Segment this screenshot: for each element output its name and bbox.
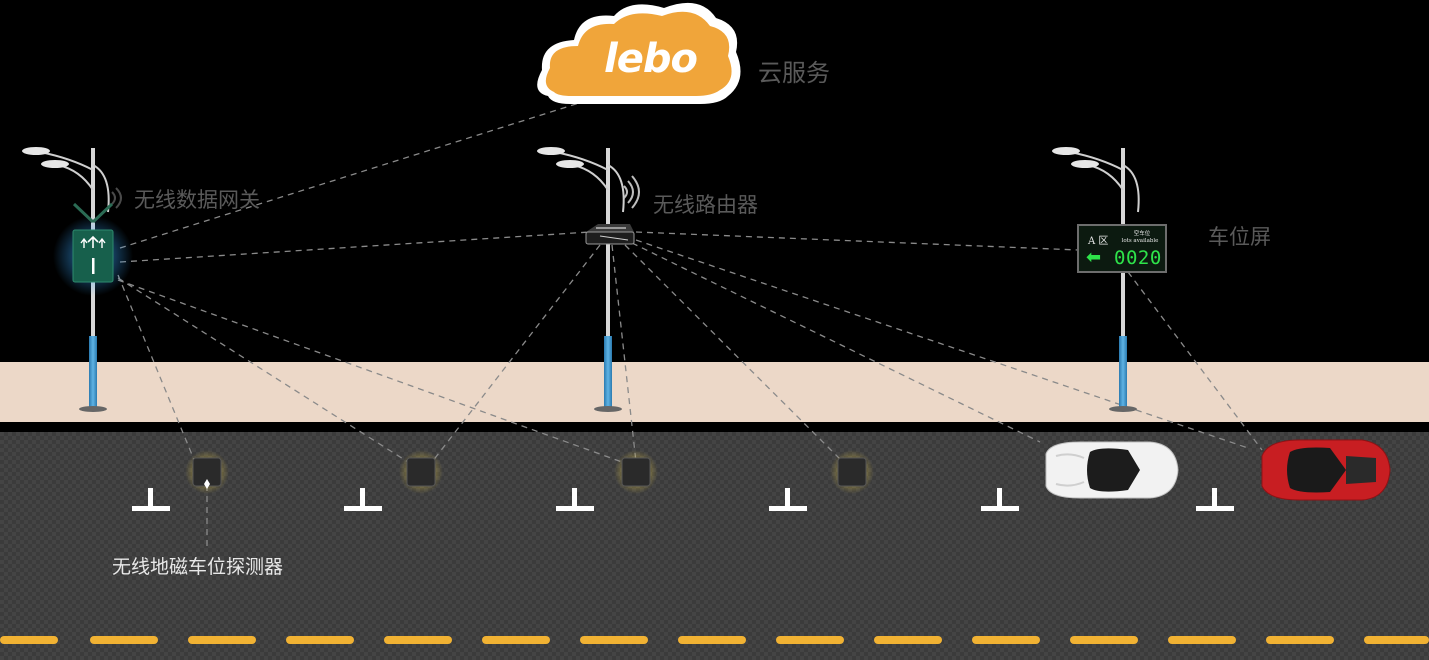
- curb: [0, 422, 1429, 432]
- router-device-icon: [585, 224, 635, 245]
- gateway-device-icon: [53, 202, 133, 296]
- magnetic-sensor-4: [830, 450, 874, 494]
- cloud-service-icon: [537, 2, 741, 105]
- logo-text: lebo: [604, 36, 698, 82]
- red-car-icon: [1261, 439, 1391, 501]
- road: [0, 432, 1429, 660]
- parking-space-markers: [132, 488, 1234, 511]
- parking-availability-screen: A 区 空车位 lots available ⬅ 0020: [1077, 224, 1167, 273]
- wifi-icon-gateway: [111, 187, 122, 209]
- magnetic-sensor-1: [185, 450, 229, 494]
- sign-available-en: lots available: [1121, 238, 1159, 244]
- wifi-icon-router: [623, 175, 640, 209]
- magnetic-sensor-3: [614, 450, 658, 494]
- sign-count: 0020: [1114, 247, 1162, 269]
- magnetic-sensor-2: [399, 450, 443, 494]
- lane-markings: [0, 636, 1429, 644]
- sign-available-cn: 空车位: [1133, 231, 1151, 237]
- lebo-logo: lebo: [604, 36, 716, 86]
- cloud-service-label: 云服务: [758, 59, 830, 87]
- sign-zone: A 区: [1088, 236, 1109, 247]
- router-label: 无线路由器: [653, 193, 758, 217]
- left-arrow-icon: ⬅: [1086, 247, 1102, 268]
- signal-lines: [117, 97, 1263, 548]
- gateway-label: 无线数据网关: [134, 188, 260, 212]
- screen-label: 车位屏: [1208, 225, 1271, 249]
- sidewalk: [0, 362, 1429, 422]
- white-car-icon: [1045, 441, 1179, 499]
- detector-label: 无线地磁车位探测器: [112, 556, 284, 578]
